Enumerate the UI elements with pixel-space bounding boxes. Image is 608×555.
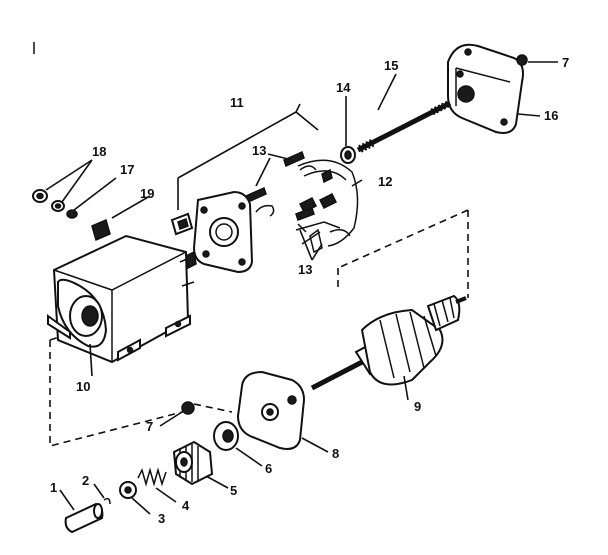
anti-drift-spring: [137, 467, 167, 487]
terminal-nuts-washers: [32, 189, 111, 242]
terminal-insulator: [170, 212, 194, 236]
motor-frame-housing: [47, 234, 197, 364]
leader-lines: [45, 61, 558, 515]
drive-end-cap: [236, 370, 306, 450]
part-number-labels: 1 2 3 4 5 6 7 7 8 9 10 11 12 13 13 14 15…: [50, 55, 569, 526]
label-part-4: 4: [182, 498, 190, 513]
label-part-9: 9: [414, 399, 421, 414]
label-part-11: 11: [230, 95, 244, 110]
label-part-10: 10: [76, 379, 90, 394]
label-part-7-top: 7: [562, 55, 569, 70]
label-part-5: 5: [230, 483, 237, 498]
retainer: [213, 421, 239, 451]
spring-retainer: [119, 481, 137, 499]
armature: [310, 294, 467, 391]
label-part-16: 16: [544, 108, 558, 123]
brush-springs-lower: [295, 207, 323, 254]
nut-lower-dashed-path: [193, 403, 233, 413]
retaining-clip: [103, 497, 111, 505]
nut-top: [516, 54, 528, 66]
label-part-19: 19: [140, 186, 154, 201]
label-part-1: 1: [50, 480, 57, 495]
label-part-18: 18: [92, 144, 106, 159]
label-part-12: 12: [378, 174, 392, 189]
label-part-7-lower: 7: [146, 419, 153, 434]
washer-14: [340, 146, 356, 164]
brush-holder-plate: [295, 159, 359, 247]
label-part-8: 8: [332, 446, 339, 461]
label-part-13-lower: 13: [298, 262, 312, 277]
field-plate: [192, 190, 254, 274]
label-part-15: 15: [384, 58, 398, 73]
through-bolt: [356, 99, 452, 153]
label-part-17: 17: [120, 162, 134, 177]
brush-assembly-bracket: [177, 103, 319, 210]
label-part-14: 14: [336, 80, 351, 95]
label-part-6: 6: [265, 461, 272, 476]
drive-cap: [64, 502, 104, 534]
drive-pinion-gear: [172, 440, 214, 486]
label-part-2: 2: [82, 473, 89, 488]
label-part-13-upper: 13: [252, 143, 266, 158]
nut-lower: [181, 401, 195, 415]
rear-end-cap: [447, 43, 524, 134]
label-part-3: 3: [158, 511, 165, 526]
